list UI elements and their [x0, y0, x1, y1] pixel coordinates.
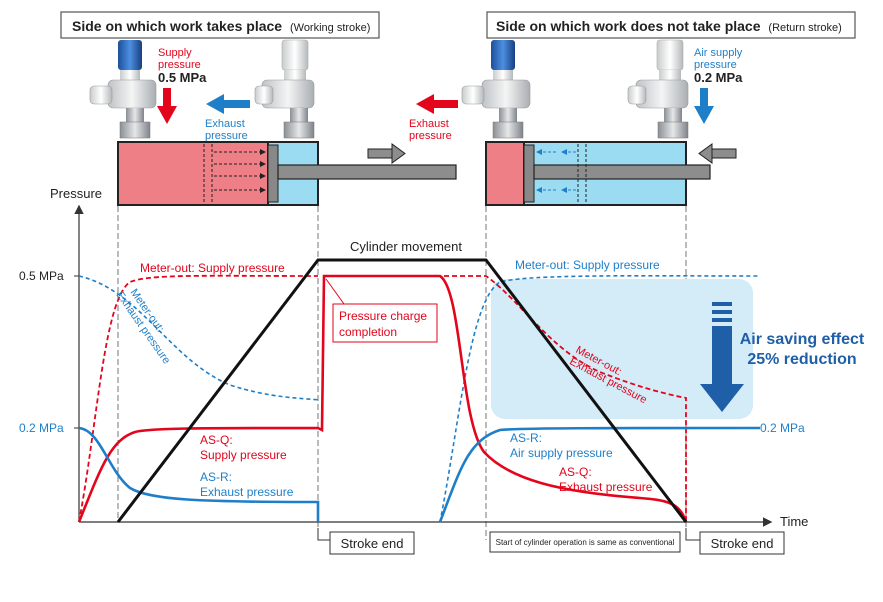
svg-text:Side on which work does not ta: Side on which work does not take place (…: [496, 18, 842, 34]
meter-out-exhaust-left-label: Meter-out: Exhaust pressure: [113, 287, 172, 367]
axes: [74, 204, 773, 527]
asq-exhaust-label-2: Exhaust pressure: [559, 480, 653, 494]
header-right-title: Side on which work does not take place: [496, 18, 761, 34]
asr-exhaust-label-1: AS-R:: [200, 470, 232, 484]
asr-exhaust-label-2: Exhaust pressure: [200, 485, 294, 499]
svg-text:Start of cylinder operation is: Start of cylinder operation is same as c…: [496, 538, 675, 547]
air-supply-arrow-down: [694, 88, 714, 124]
exhaust-right-label-2: pressure: [409, 130, 452, 142]
stroke-end-left-callout: Stroke end: [317, 528, 415, 555]
meter-out-supply-right-curve: [439, 274, 761, 523]
svg-text:Stroke end: Stroke end: [341, 536, 404, 551]
air-supply-label-1: Air supply: [694, 47, 743, 59]
asq-supply-label-2: Supply pressure: [200, 448, 287, 462]
meter-out-exhaust-left-curve: [78, 275, 321, 401]
valve-blue-right: [461, 40, 531, 139]
x-axis-label: Time: [780, 514, 808, 529]
stroke-end-right-callout: Stroke end: [685, 528, 785, 555]
asr-air-label-2: Air supply pressure: [510, 446, 613, 460]
air-supply-value: 0.2 MPa: [694, 70, 743, 85]
exhaust-arrow-left-1: [206, 94, 250, 114]
supply-arrow-down: [157, 88, 177, 124]
rod-arrow-left: [698, 143, 737, 164]
tick-02-mpa: 0.2 MPa: [19, 421, 64, 435]
supply-value: 0.5 MPa: [158, 70, 207, 85]
valve-white-right: [627, 39, 689, 139]
exhaust-right-label-1: Exhaust: [409, 118, 449, 130]
pressure-charge-callout: Pressure charge completion: [325, 278, 438, 343]
start-conventional-callout: Start of cylinder operation is same as c…: [489, 531, 681, 553]
rod-arrow-right: [367, 143, 406, 164]
svg-text:completion: completion: [339, 325, 397, 339]
cylinder-right: [485, 141, 711, 206]
header-left: Side on which work takes place (Working …: [60, 11, 380, 39]
cylinder-movement-label: Cylinder movement: [350, 239, 462, 254]
valve-blue-left: [89, 40, 157, 139]
as-r-exhaust-curve: [78, 426, 320, 522]
valve-white-left: [254, 39, 315, 139]
tick-05-mpa: 0.5 MPa: [19, 269, 64, 283]
cylinder-left: [117, 141, 457, 206]
air-saving-region: [491, 279, 753, 419]
header-left-title: Side on which work takes place: [72, 18, 282, 34]
meter-out-supply-left-label: Meter-out: Supply pressure: [140, 261, 285, 275]
air-saving-arrow: [700, 302, 744, 412]
meter-out-supply-right-label: Meter-out: Supply pressure: [515, 258, 660, 272]
supply-label-1: Supply: [158, 47, 192, 59]
as-q-supply-curve: [77, 274, 688, 523]
exhaust-arrow-left-2: [416, 94, 458, 114]
meter-out-supply-left-curve: [78, 274, 319, 523]
header-right: Side on which work does not take place (…: [486, 11, 856, 39]
asq-supply-label-1: AS-Q:: [200, 433, 233, 447]
right-02-mpa: 0.2 MPa: [760, 421, 805, 435]
header-left-sub: (Working stroke): [290, 22, 370, 34]
meter-out-exhaust-right-curve: [420, 275, 687, 522]
exhaust-left-label-1: Exhaust: [205, 118, 245, 130]
saving-text-2: 25% reduction: [747, 351, 856, 368]
svg-text:Side on which work takes place: Side on which work takes place (Working …: [72, 18, 370, 34]
exhaust-left-label-2: pressure: [205, 130, 248, 142]
header-right-sub: (Return stroke): [768, 22, 841, 34]
air-supply-label-2: pressure: [694, 59, 737, 71]
svg-text:Pressure charge: Pressure charge: [339, 309, 427, 323]
svg-text:Stroke end: Stroke end: [711, 536, 774, 551]
as-r-air-supply-curve: [438, 426, 761, 523]
y-axis-label: Pressure: [50, 186, 102, 201]
saving-text-1: Air saving effect: [740, 331, 865, 348]
asr-air-label-1: AS-R:: [510, 431, 542, 445]
supply-label-2: pressure: [158, 59, 201, 71]
cylinder-movement-line: [116, 258, 688, 523]
asq-exhaust-label-1: AS-Q:: [559, 465, 592, 479]
